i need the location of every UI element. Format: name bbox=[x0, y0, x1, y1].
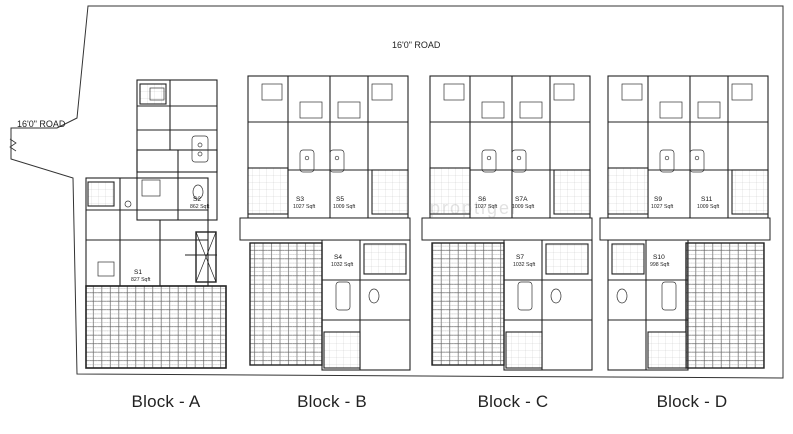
block-d-terrace bbox=[685, 242, 765, 369]
block-b-terrace bbox=[249, 242, 323, 366]
block-a-terrace bbox=[85, 285, 227, 369]
block-a-caption: Block - A bbox=[131, 392, 201, 411]
unit-s6-area: 1027 Sqft bbox=[475, 204, 498, 210]
road-break-mark bbox=[9, 138, 17, 152]
block-a-plan: S2 862 Sqft S1 827 Sqft bbox=[85, 79, 227, 369]
unit-s7-label: S7 bbox=[516, 254, 524, 261]
unit-s2-area: 862 Sqft bbox=[190, 204, 210, 210]
unit-s9-area: 1027 Sqft bbox=[651, 204, 674, 210]
unit-s5-area: 1009 Sqft bbox=[333, 204, 356, 210]
unit-s11-area: 1009 Sqft bbox=[697, 204, 720, 210]
unit-s3-area: 1027 Sqft bbox=[293, 204, 316, 210]
site-boundary bbox=[10, 5, 784, 379]
top-road-label: 16'0" ROAD bbox=[392, 40, 441, 50]
block-d-caption: Block - D bbox=[656, 392, 728, 411]
block-c-building bbox=[421, 75, 593, 371]
block-c-caption: Block - C bbox=[477, 392, 549, 411]
unit-s11-label: S11 bbox=[701, 196, 713, 203]
unit-s3-label: S3 bbox=[296, 196, 304, 203]
watermark: proptiger bbox=[430, 198, 520, 218]
block-b-caption: Block - B bbox=[297, 392, 367, 411]
block-d-plan: S9 1027 Sqft S11 1009 Sqft S10 998 Sqft bbox=[599, 75, 771, 371]
unit-s7-area: 1032 Sqft bbox=[513, 262, 536, 268]
block-c-plan: S6 1027 Sqft S7A 1009 Sqft S7 1032 Sqft bbox=[421, 75, 593, 371]
block-c-terrace bbox=[431, 242, 505, 366]
unit-s1-area: 827 Sqft bbox=[131, 277, 151, 283]
unit-s9-label: S9 bbox=[654, 196, 662, 203]
unit-s1-label: S1 bbox=[134, 269, 142, 276]
unit-s5-label: S5 bbox=[336, 196, 344, 203]
unit-s7a-area: 1009 Sqft bbox=[512, 204, 535, 210]
left-road-label: 16'0" ROAD bbox=[17, 119, 66, 129]
unit-s10-area: 998 Sqft bbox=[650, 262, 670, 268]
unit-s4-label: S4 bbox=[334, 254, 342, 261]
block-d-building bbox=[599, 75, 771, 371]
block-b-plan: S3 1027 Sqft S5 1009 Sqft S4 1032 Sqft bbox=[239, 75, 411, 371]
block-b-building bbox=[239, 75, 411, 371]
unit-s10-label: S10 bbox=[653, 254, 665, 261]
unit-s6-label: S6 bbox=[478, 196, 486, 203]
unit-s7a-label: S7A bbox=[515, 196, 528, 203]
block-a-building bbox=[85, 79, 218, 287]
unit-s4-area: 1032 Sqft bbox=[331, 262, 354, 268]
unit-s2-label: S2 bbox=[193, 196, 201, 203]
